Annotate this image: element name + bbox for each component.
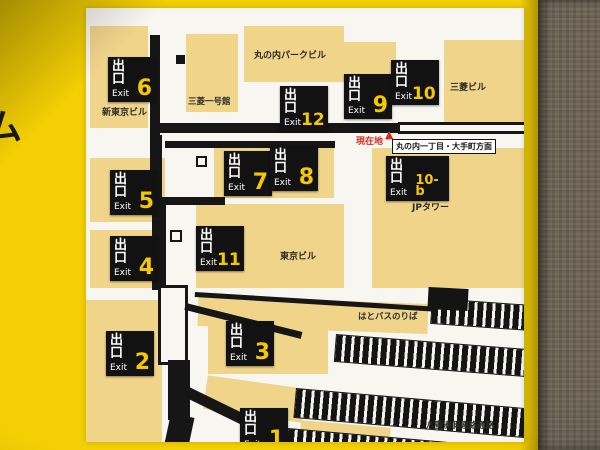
exit-kanji: 出口 <box>230 323 245 351</box>
exit-en: Exit <box>390 188 408 198</box>
exit-number: 11 <box>217 249 241 270</box>
current-location: 現在地 ▲ <box>356 129 393 147</box>
current-location-label: 現在地 <box>356 137 384 147</box>
exit-kanji: 出口 <box>110 333 125 361</box>
road-segment <box>168 360 190 420</box>
exit-en: Exit <box>114 202 132 212</box>
exit-en: Exit <box>110 363 128 373</box>
exit-number: 8 <box>298 165 314 191</box>
exit-number: 2 <box>134 350 150 376</box>
road-segment <box>165 141 335 148</box>
exit-en: Exit <box>112 89 130 99</box>
exit-kanji: 出口 <box>348 76 363 104</box>
road-segment <box>398 122 524 125</box>
exit-kanji: 出口 <box>390 158 405 186</box>
exit-en: Exit <box>228 183 246 193</box>
exit-number: 4 <box>138 255 154 281</box>
label-tokyo-building: 東京ビル <box>280 252 317 262</box>
exit-marker-1: 出口 Exit 1 <box>240 408 288 442</box>
exit-kanji: 出口 <box>200 228 215 256</box>
label-hato-bus: はとバスのりば <box>358 312 418 322</box>
exit-marker-12: 出口 Exit 12 <box>280 86 328 131</box>
exit-en: Exit <box>348 106 366 116</box>
pedestrian-walkway <box>158 285 188 365</box>
exit-marker-9: 出口 Exit 9 <box>344 74 392 119</box>
label-shin-tokyo: 新東京ビル <box>102 108 148 118</box>
exit-kanji: 出口 <box>114 172 129 200</box>
exit-number: 9 <box>372 93 388 119</box>
exit-number: 12 <box>301 109 325 130</box>
building-block-exits9-10 <box>334 42 396 78</box>
exit-en: Exit <box>395 92 413 102</box>
exit-number: 5 <box>138 189 154 215</box>
exit-kanji: 出口 <box>284 88 299 116</box>
exit-en: Exit <box>274 178 292 188</box>
building-marunouchi-park <box>244 26 344 82</box>
exit-marker-10b: 出口 Exit 10-b <box>386 156 449 201</box>
sign-edge-shadow <box>520 0 538 450</box>
exit-en: Exit <box>244 441 269 443</box>
exit-marker-5: 出口 Exit 5 <box>110 170 158 215</box>
exit-en: Exit <box>230 353 248 363</box>
building-black-block <box>427 286 469 312</box>
exit-map-panel: 丸の内パークビル 三菱一号館 新東京ビル 三菱ビル JPタワー 東京ビル はとバ… <box>86 8 524 442</box>
road-segment <box>160 197 225 205</box>
exit-marker-4: 出口 Exit 4 <box>110 236 158 281</box>
exit-kanji: 出口 <box>274 148 289 176</box>
exit-number: 3 <box>254 340 270 366</box>
exit-en: Exit <box>114 268 132 278</box>
exit-marker-2: 出口 Exit 2 <box>106 331 154 376</box>
exit-en: Exit <box>284 118 302 128</box>
label-mitsubishi-ichigokan: 三菱一号館 <box>188 97 231 107</box>
building-mitsubishi <box>444 40 524 122</box>
exit-marker-7: 出口 Exit 7 <box>224 151 272 196</box>
exit-kanji: 出口 <box>112 59 127 87</box>
exit-number: 10 <box>412 83 436 104</box>
exit-kanji: 出口 <box>114 238 129 266</box>
elevator-marker <box>170 230 182 242</box>
direction-box: 丸の内一丁目・大手町方面 <box>392 139 496 154</box>
exit-number: 10-b <box>415 172 439 200</box>
exit-kanji: 出口 <box>228 153 243 181</box>
stairs-marker <box>176 55 185 64</box>
exit-marker-10: 出口 Exit 10 <box>391 60 439 105</box>
partial-left-character: ム <box>0 107 23 148</box>
exit-number: 6 <box>136 76 152 102</box>
railway-platform <box>333 334 524 377</box>
road-segment <box>150 123 400 133</box>
exit-en: Exit <box>200 258 218 268</box>
exit-marker-11: 出口 Exit 11 <box>196 226 244 271</box>
exit-marker-6: 出口 Exit 6 <box>108 57 156 102</box>
current-location-marker-icon: ▲ <box>385 128 394 141</box>
road-segment <box>398 131 524 134</box>
label-jp-tower: JPタワー <box>412 203 449 213</box>
exit-marker-8: 出口 Exit 8 <box>270 146 318 191</box>
exit-number: 1 <box>268 427 284 442</box>
elevator-marker <box>196 156 207 167</box>
label-marunouchi-park: 丸の内パークビル <box>254 51 327 61</box>
label-mitsubishi: 三菱ビル <box>450 83 487 93</box>
exit-kanji: 出口 <box>244 410 259 438</box>
building-mitsubishi-ichigokan <box>186 34 238 112</box>
exit-kanji: 出口 <box>395 62 410 90</box>
exit-marker-3: 出口 Exit 3 <box>226 321 274 366</box>
label-yaesu-passage: 八重洲側連絡通路 <box>426 421 495 431</box>
wall-background <box>538 0 600 450</box>
exit-number: 7 <box>252 170 268 196</box>
road-segment <box>160 413 195 442</box>
